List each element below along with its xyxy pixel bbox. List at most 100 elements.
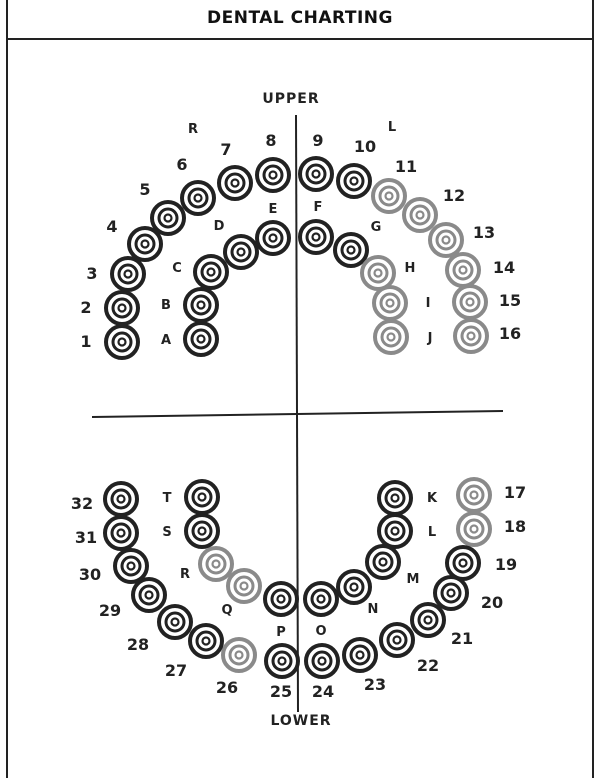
tooth-outer-ring	[223, 639, 255, 671]
tooth-outer-ring	[129, 228, 161, 260]
tooth-12[interactable]	[404, 199, 436, 231]
tooth-25[interactable]	[266, 645, 298, 677]
primary-tooth-Q[interactable]	[228, 570, 260, 602]
primary-tooth-letter-H: H	[405, 261, 416, 276]
tooth-23[interactable]	[344, 639, 376, 671]
tooth-32[interactable]	[105, 483, 137, 515]
tooth-outer-ring	[257, 159, 289, 191]
primary-tooth-J[interactable]	[375, 321, 407, 353]
lower-arch-label: LOWER	[270, 713, 331, 729]
tooth-2[interactable]	[106, 292, 138, 324]
primary-tooth-I[interactable]	[374, 287, 406, 319]
tooth-number-4: 4	[106, 217, 117, 236]
tooth-18[interactable]	[458, 513, 490, 545]
tooth-21[interactable]	[412, 604, 444, 636]
tooth-number-14: 14	[493, 258, 515, 277]
tooth-number-5: 5	[139, 180, 150, 199]
tooth-19[interactable]	[447, 547, 479, 579]
tooth-number-24: 24	[312, 682, 334, 701]
tooth-number-26: 26	[216, 678, 238, 697]
tooth-outer-ring	[228, 570, 260, 602]
primary-tooth-L[interactable]	[379, 515, 411, 547]
tooth-outer-ring	[112, 258, 144, 290]
tooth-outer-ring	[338, 165, 370, 197]
tooth-number-30: 30	[79, 565, 101, 584]
tooth-outer-ring	[300, 158, 332, 190]
primary-tooth-letter-A: A	[161, 333, 171, 348]
tooth-24[interactable]	[306, 645, 338, 677]
primary-tooth-M[interactable]	[367, 546, 399, 578]
tooth-16[interactable]	[455, 320, 487, 352]
tooth-6[interactable]	[182, 182, 214, 214]
tooth-number-7: 7	[220, 140, 231, 159]
tooth-outer-ring	[133, 579, 165, 611]
tooth-5[interactable]	[152, 202, 184, 234]
primary-tooth-letter-N: N	[368, 602, 379, 617]
tooth-outer-ring	[344, 639, 376, 671]
primary-tooth-letter-J: J	[427, 331, 433, 346]
tooth-26[interactable]	[223, 639, 255, 671]
tooth-10[interactable]	[338, 165, 370, 197]
tooth-outer-ring	[266, 645, 298, 677]
primary-tooth-O[interactable]	[305, 583, 337, 615]
tooth-9[interactable]	[300, 158, 332, 190]
tooth-number-20: 20	[481, 593, 503, 612]
tooth-outer-ring	[404, 199, 436, 231]
tooth-number-22: 22	[417, 656, 439, 675]
tooth-outer-ring	[257, 222, 289, 254]
tooth-outer-ring	[225, 236, 257, 268]
tooth-31[interactable]	[105, 517, 137, 549]
tooth-1[interactable]	[106, 326, 138, 358]
tooth-29[interactable]	[133, 579, 165, 611]
primary-tooth-C[interactable]	[195, 256, 227, 288]
primary-tooth-letter-G: G	[371, 220, 382, 235]
tooth-27[interactable]	[190, 625, 222, 657]
primary-tooth-H[interactable]	[362, 257, 394, 289]
tooth-outer-ring	[458, 479, 490, 511]
primary-tooth-D[interactable]	[225, 236, 257, 268]
tooth-14[interactable]	[447, 254, 479, 286]
primary-tooth-K[interactable]	[379, 482, 411, 514]
primary-tooth-letter-P: P	[276, 625, 286, 640]
tooth-7[interactable]	[219, 167, 251, 199]
primary-tooth-letter-O: O	[315, 624, 326, 639]
primary-tooth-F[interactable]	[300, 221, 332, 253]
tooth-number-2: 2	[80, 298, 91, 317]
tooth-13[interactable]	[430, 224, 462, 256]
tooth-number-3: 3	[86, 264, 97, 283]
primary-tooth-T[interactable]	[186, 481, 218, 513]
tooth-number-8: 8	[265, 131, 276, 150]
tooth-8[interactable]	[257, 159, 289, 191]
tooth-number-11: 11	[395, 157, 417, 176]
tooth-17[interactable]	[458, 479, 490, 511]
primary-tooth-G[interactable]	[335, 234, 367, 266]
tooth-outer-ring	[182, 182, 214, 214]
tooth-20[interactable]	[435, 577, 467, 609]
tooth-28[interactable]	[159, 606, 191, 638]
tooth-outer-ring	[375, 321, 407, 353]
tooth-3[interactable]	[112, 258, 144, 290]
primary-tooth-P[interactable]	[265, 583, 297, 615]
tooth-number-31: 31	[75, 528, 97, 547]
tooth-4[interactable]	[129, 228, 161, 260]
primary-tooth-A[interactable]	[185, 323, 217, 355]
primary-tooth-letter-E: E	[269, 202, 278, 217]
tooth-15[interactable]	[454, 286, 486, 318]
tooth-outer-ring	[374, 287, 406, 319]
tooth-30[interactable]	[115, 550, 147, 582]
tooth-outer-ring	[105, 483, 137, 515]
tooth-outer-ring	[195, 256, 227, 288]
tooth-number-27: 27	[165, 661, 187, 680]
tooth-11[interactable]	[373, 180, 405, 212]
primary-tooth-R[interactable]	[200, 548, 232, 580]
tooth-outer-ring	[190, 625, 222, 657]
tooth-22[interactable]	[381, 624, 413, 656]
tooth-outer-ring	[219, 167, 251, 199]
tooth-number-16: 16	[499, 324, 521, 343]
primary-tooth-N[interactable]	[338, 571, 370, 603]
tooth-outer-ring	[186, 481, 218, 513]
primary-tooth-E[interactable]	[257, 222, 289, 254]
primary-tooth-S[interactable]	[186, 515, 218, 547]
primary-tooth-B[interactable]	[185, 289, 217, 321]
primary-tooth-letter-R: R	[180, 567, 190, 582]
